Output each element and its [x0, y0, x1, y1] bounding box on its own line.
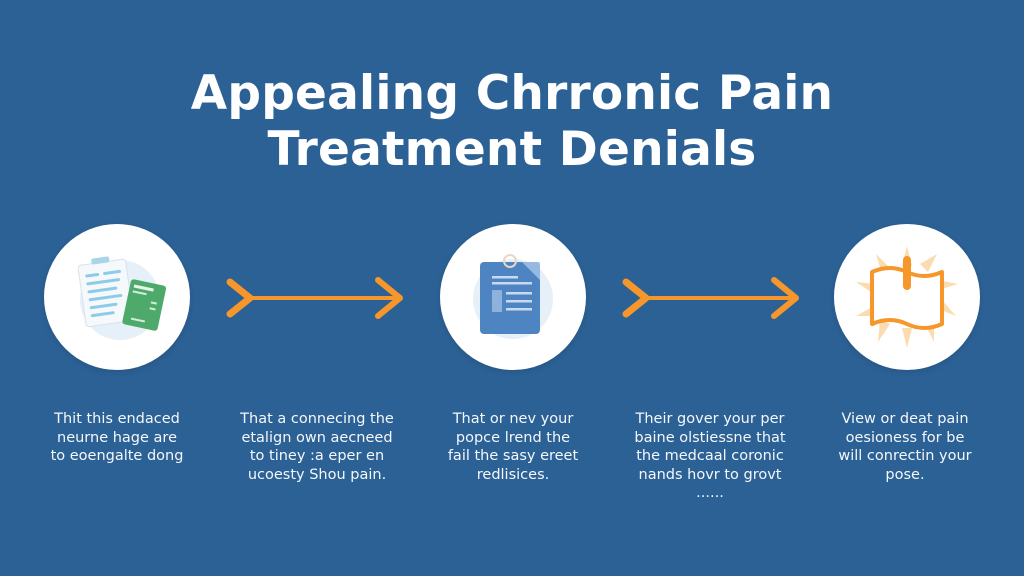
step-1-circle — [44, 224, 190, 370]
step-4-description: Their gover your per baine olstiessne th… — [634, 411, 786, 501]
step-5-description: View or deat pain oesioness for be will … — [838, 411, 972, 483]
step-1-description: Thit this endaced neurne hage are to eoe… — [50, 411, 184, 464]
clipboard-icon — [473, 254, 553, 339]
title-line-1: Appealing Chrronic Pain — [190, 66, 834, 121]
documents-icon — [77, 256, 167, 340]
step-3-circle — [834, 224, 980, 370]
title-line-2: Treatment Denials — [267, 122, 757, 177]
step-2-circle — [440, 224, 586, 370]
arrow-right-icon — [226, 277, 403, 319]
map-flag-icon — [856, 246, 958, 348]
page-title: Appealing Chrronic Pain Treatment Denial… — [0, 66, 1024, 178]
step-3-description: That or nev your popce lrend the fail th… — [447, 411, 579, 483]
arrow-right-icon — [622, 277, 799, 319]
step-2-description: That a connecing the etalign own aecneed… — [240, 411, 394, 483]
